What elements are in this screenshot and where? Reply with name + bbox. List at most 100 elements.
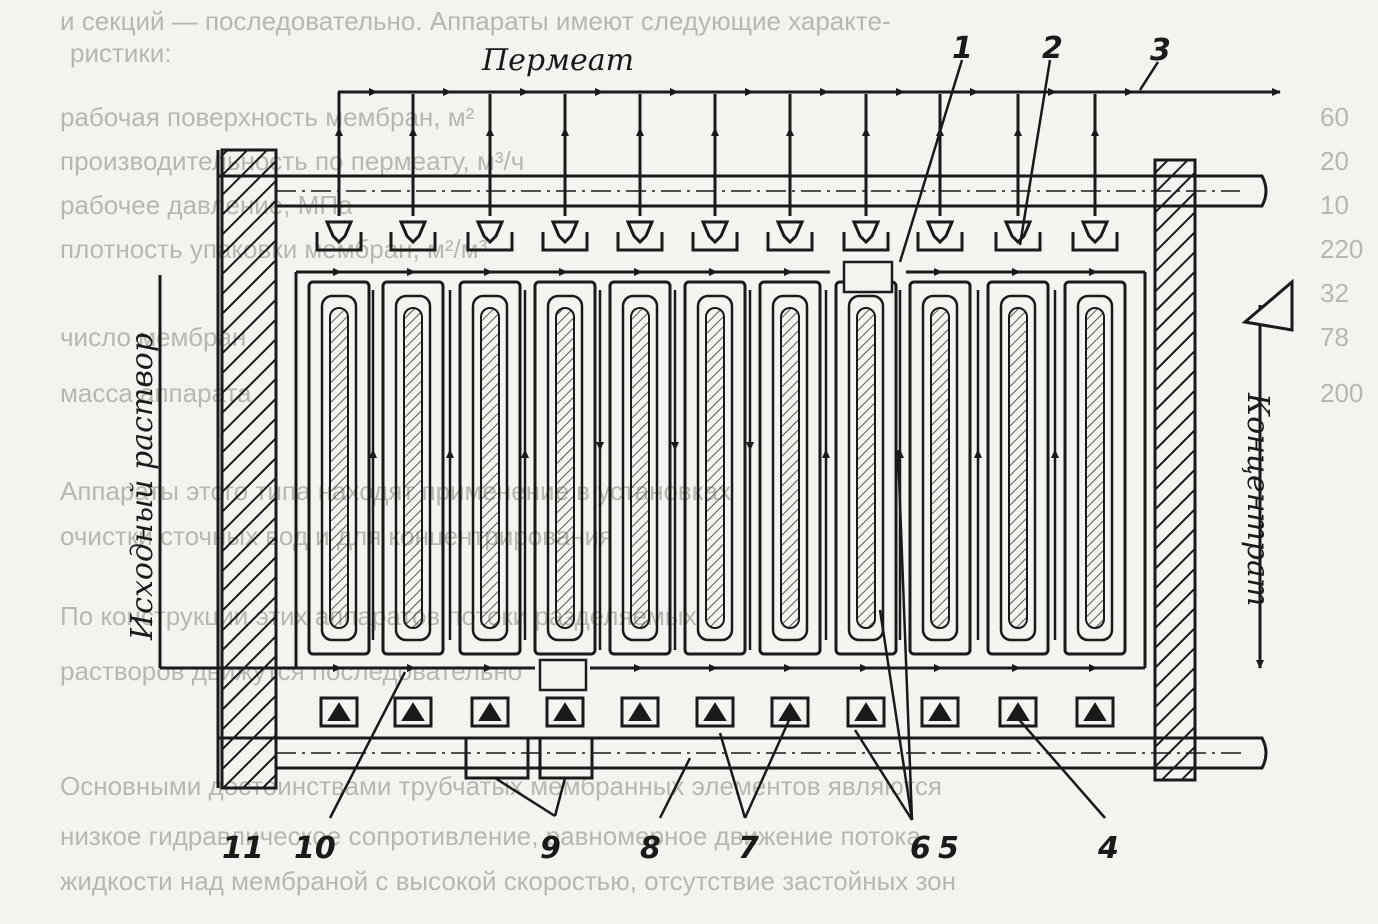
membrane-tube xyxy=(771,294,809,642)
membrane-tube xyxy=(696,294,734,642)
bottom-fitting-box xyxy=(620,696,660,728)
top-fitting-bracket xyxy=(315,232,363,252)
bleed-number: 20 xyxy=(1320,146,1349,176)
bleed-text-line: и секций — последовательно. Аппараты име… xyxy=(60,6,891,36)
bottom-fitting-box xyxy=(470,696,510,728)
bottom-fitting-box xyxy=(319,696,359,728)
valve-icon xyxy=(553,702,577,721)
valve-icon xyxy=(475,220,505,245)
valve-icon xyxy=(625,220,655,245)
membrane-core xyxy=(856,307,876,629)
membrane-core xyxy=(329,307,349,629)
top-fitting-bracket xyxy=(691,232,739,252)
module-frame xyxy=(608,280,672,656)
membrane-core xyxy=(480,307,500,629)
bottom-fitting-box xyxy=(393,696,433,728)
bleed-text-line: ристики: xyxy=(70,38,172,68)
bleed-text-line: рабочая поверхность мембран, м² xyxy=(60,102,475,132)
bottom-fitting-box xyxy=(1075,696,1115,728)
bleed-text-line: По конструкции этих аппаратов потоки раз… xyxy=(60,601,697,631)
membrane-core xyxy=(930,307,950,629)
membrane-core xyxy=(555,307,575,629)
membrane-core xyxy=(1008,307,1028,629)
bottom-fitting-box xyxy=(695,696,735,728)
bleed-number: 200 xyxy=(1320,378,1363,408)
callout-10: 10 xyxy=(294,831,336,866)
module-frame xyxy=(1063,280,1127,656)
membrane-core xyxy=(1085,307,1105,629)
bottom-fitting-box xyxy=(770,696,810,728)
concentrate-label: Концентрат xyxy=(1240,392,1275,606)
bleed-text-line: масса аппарата xyxy=(60,378,252,408)
bottom-fitting-box xyxy=(545,696,585,728)
valve-icon xyxy=(778,702,802,721)
valve-icon xyxy=(1003,220,1033,245)
module-frame xyxy=(307,280,371,656)
bleed-number: 10 xyxy=(1320,190,1349,220)
bleed-text-line: Основными достоинствами трубчатых мембра… xyxy=(60,771,942,801)
right-end-plate xyxy=(1153,158,1197,782)
callout-9: 9 xyxy=(540,831,561,866)
valve-icon xyxy=(401,702,425,721)
callout-5: 5 xyxy=(938,831,959,866)
membrane-modules xyxy=(307,268,1127,672)
bleed-text-line: низкое гидравлическое сопротивление, рав… xyxy=(60,821,921,851)
membrane-tube xyxy=(847,294,885,642)
valve-icon xyxy=(1080,220,1110,245)
top-fitting-bracket xyxy=(766,232,814,252)
callout-4: 4 xyxy=(1097,831,1119,866)
membrane-tube xyxy=(999,294,1037,642)
permeate-label: Пермеат xyxy=(481,43,634,78)
membrane-tube xyxy=(1076,294,1114,642)
bleed-number: 220 xyxy=(1320,234,1363,264)
valve-icon xyxy=(854,702,878,721)
top-fitting-bracket xyxy=(842,232,890,252)
flow-manifolds xyxy=(160,270,1147,670)
callout-leaders xyxy=(328,59,1160,821)
bleed-text-line: растворов движутся последовательно xyxy=(60,656,522,686)
valve-icon xyxy=(703,702,727,721)
top-fitting-bracket xyxy=(1071,232,1119,252)
callout-8: 8 xyxy=(640,831,661,866)
permeate-branches xyxy=(335,88,1134,216)
valve-icon xyxy=(928,702,952,721)
bleed-number: 78 xyxy=(1320,322,1349,352)
membrane-core xyxy=(403,307,423,629)
callout-6: 6 xyxy=(910,831,931,866)
section-separator-bottom xyxy=(538,658,588,692)
bottom-fitting-box xyxy=(920,696,960,728)
feed-inlet-pipe xyxy=(158,275,222,670)
bottom-collector xyxy=(218,736,1268,770)
membrane-tube xyxy=(921,294,959,642)
callout-7: 7 xyxy=(738,831,759,866)
module-frame xyxy=(683,280,747,656)
valve-icon xyxy=(700,220,730,245)
membrane-tube xyxy=(471,294,509,642)
valve-icon xyxy=(851,220,881,245)
valve-icon xyxy=(327,702,351,721)
valve-icon xyxy=(324,220,354,245)
valve-icon xyxy=(478,702,502,721)
top-fittings xyxy=(315,220,1119,252)
callout-11: 11 xyxy=(222,831,264,866)
concentrate-outlet xyxy=(1241,278,1294,669)
section-separator-top xyxy=(842,260,894,294)
module-frame xyxy=(381,280,445,656)
bleed-number: 60 xyxy=(1320,102,1349,132)
membrane-core xyxy=(630,307,650,629)
membrane-tube xyxy=(394,294,432,642)
bleed-text-line: жидкости над мембраной с высокой скорост… xyxy=(60,866,956,896)
module-frame xyxy=(758,280,822,656)
top-collector xyxy=(218,174,1268,208)
callout-1: 1 xyxy=(952,31,973,66)
membrane-tube xyxy=(621,294,659,642)
membrane-core xyxy=(780,307,800,629)
feed-label: Исходный раствор xyxy=(125,333,160,641)
membrane-core xyxy=(705,307,725,629)
top-fitting-bracket xyxy=(389,232,437,252)
bleed-text-line: число мембран xyxy=(60,322,246,352)
valve-icon xyxy=(550,220,580,245)
top-fitting-bracket xyxy=(916,232,964,252)
bleed-text-line: производительность по пермеату, м³/ч xyxy=(60,146,524,176)
